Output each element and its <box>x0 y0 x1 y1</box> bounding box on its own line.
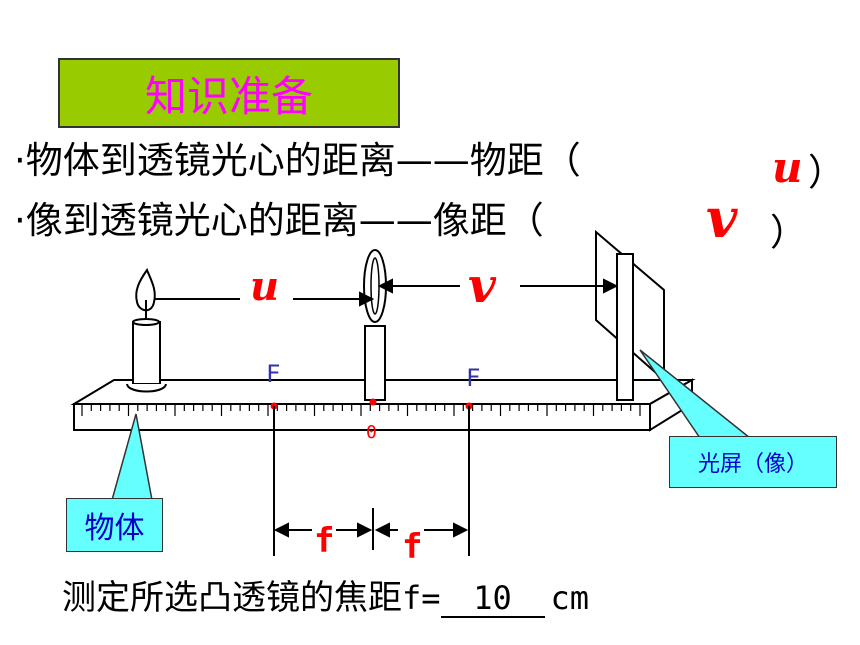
focal-length-label-right: f <box>402 527 422 567</box>
page-title: 知识准备 <box>144 71 313 121</box>
convex-lens <box>363 249 387 401</box>
paren-close-2: ） <box>770 211 807 254</box>
definition-image-distance: ·像到透镜光心的距离——像距（ <box>14 202 544 239</box>
focal-point-left-label: F <box>266 360 280 388</box>
definition-image-distance-text: ·像到透镜光心的距离——像距（ <box>14 199 544 242</box>
candle <box>126 267 167 393</box>
title-box: 知识准备 <box>58 58 400 128</box>
definition-object-distance-text: ·物体到透镜光心的距离——物距（ <box>14 139 581 182</box>
focal-point-right-label: F <box>466 364 480 392</box>
diagram-label-v: v <box>468 258 497 314</box>
diagram-label-u: u <box>250 263 279 310</box>
object-callout: 物体 <box>66 498 163 552</box>
definition-object-distance: ·物体到透镜光心的距离——物距（ <box>14 142 581 179</box>
focal-length-arrows <box>273 522 469 538</box>
focal-length-label-left: f <box>314 521 334 561</box>
variable-u: u <box>772 143 803 192</box>
distance-u-arrow <box>155 291 375 307</box>
variable-v: v <box>706 186 738 250</box>
focal-length-equation: f= <box>402 579 441 617</box>
light-screen <box>595 229 665 401</box>
object-callout-text: 物体 <box>84 511 145 546</box>
focal-length-unit: cm <box>550 579 590 617</box>
ruler-ticks <box>81 405 641 416</box>
paren-close-1: ） <box>808 151 845 194</box>
screen-callout: 光屏（像） <box>669 436 837 488</box>
distance-v-arrow <box>377 278 619 294</box>
focal-length-statement-text: 测定所选凸透镜的焦距 <box>62 578 402 618</box>
lens-center-mark <box>369 398 377 406</box>
focal-length-value: 10 <box>440 580 545 618</box>
origin-label: 0 <box>366 422 377 443</box>
screen-callout-text: 光屏（像） <box>697 452 808 477</box>
bench-front <box>73 403 651 431</box>
